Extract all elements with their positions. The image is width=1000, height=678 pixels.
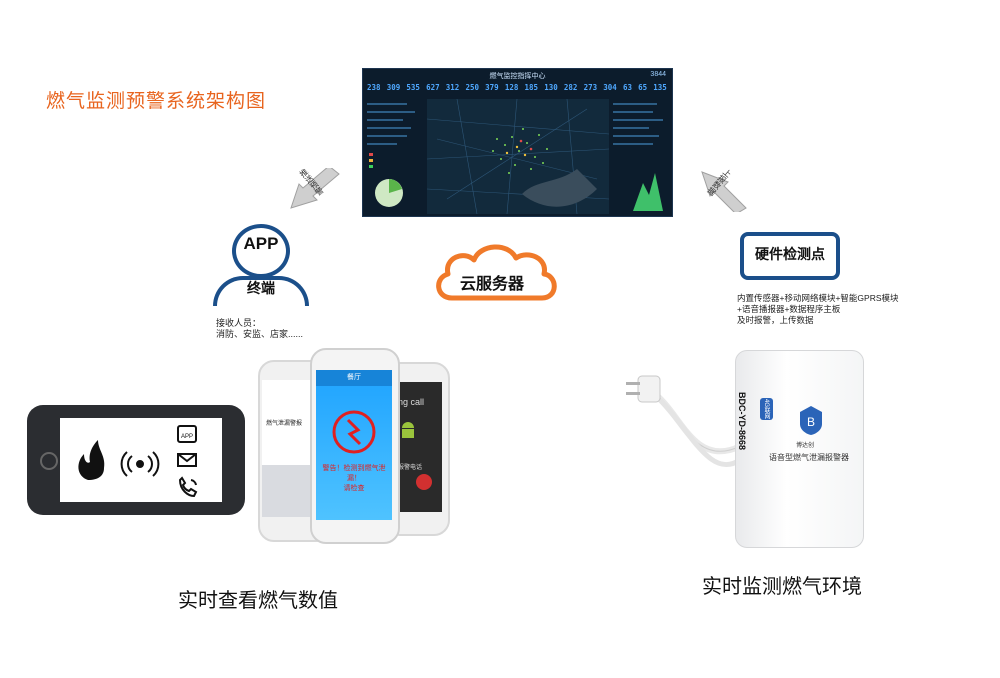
- detector-product-name: 语音型燃气泄漏报警器: [769, 453, 849, 462]
- dashboard-left-panel: [367, 103, 415, 207]
- monitoring-dashboard: 燃气监控指挥中心 3844 238 309 535 627 312 250 37…: [362, 68, 673, 217]
- dashboard-stat: 250: [465, 83, 479, 92]
- receivers-heading: 接收人员：: [216, 318, 262, 328]
- app-user-head: [232, 224, 290, 278]
- dashboard-stat: 627: [426, 83, 440, 92]
- dashboard-stat: 128: [504, 83, 519, 92]
- dashboard-total: 3844: [650, 71, 666, 78]
- hardware-desc: +语音播报器+数据程序主板: [737, 304, 841, 314]
- dashboard-stat: 282: [563, 83, 578, 92]
- dashboard-stat: 304: [603, 83, 617, 92]
- dashboard-stat: 379: [485, 83, 499, 92]
- phone-icon: [178, 476, 198, 498]
- dashboard-title: 燃气监控指挥中心: [489, 73, 546, 80]
- alarm-call-text: 报警电话: [398, 465, 423, 471]
- mail-icon: [177, 453, 197, 467]
- gas-alert-line: 警告！检测到燃气泄漏！: [322, 465, 386, 482]
- dashboard-stat: 312: [445, 83, 460, 92]
- gas-alert-message: 警告！检测到燃气泄漏！ 请检查: [316, 464, 392, 494]
- flame-icon: [78, 440, 105, 480]
- brand-logo-icon: B: [800, 406, 822, 435]
- dashboard-stat: 535: [406, 83, 420, 92]
- app-label: APP: [243, 234, 279, 253]
- hardware-label: 硬件检测点: [755, 246, 825, 262]
- push-alert-arrow: [290, 168, 340, 209]
- dashboard-stat: 65: [638, 83, 648, 92]
- upload-data-arrow: [701, 171, 747, 212]
- dashboard-map: [427, 99, 609, 214]
- hardware-badge: [740, 232, 840, 280]
- dashboard-stat: 135: [653, 83, 667, 92]
- gas-alert-line: 请检查: [343, 485, 365, 492]
- cloud-server-label: 云服务器: [460, 276, 525, 293]
- caption-right: 实时监测燃气环境: [702, 576, 862, 598]
- svg-text:APP: APP: [181, 434, 193, 440]
- dashboard-stats: 238 309 535 627 312 250 379 128 185 130 …: [367, 83, 667, 92]
- incoming-call-text: ing call: [396, 397, 425, 407]
- phone-middle-header: 餐厅: [316, 370, 392, 386]
- svg-text:B: B: [807, 415, 815, 429]
- app-terminal-label: 终端: [247, 280, 275, 296]
- gas-detector-device: [735, 350, 864, 548]
- detector-brand: 博达创: [796, 443, 815, 449]
- dashboard-stat: 309: [386, 83, 401, 92]
- detector-4g-tag: 4G联网: [760, 398, 773, 421]
- dashboard-stat: 273: [583, 83, 598, 92]
- phone-left-title: 燃气泄漏警报: [266, 421, 303, 427]
- tablet-screen: APP: [60, 418, 222, 502]
- android-icon: [402, 422, 414, 438]
- tablet-home-button: [40, 452, 58, 470]
- dashboard-right-panel: [613, 103, 663, 211]
- detector-model: BDC-YD-8668: [737, 392, 747, 451]
- warning-icon: [332, 410, 376, 454]
- cloud-icon: [436, 244, 557, 301]
- hardware-desc: 及时报警，上传数据: [737, 315, 814, 325]
- dashboard-stat: 63: [622, 83, 632, 92]
- signal-icon: [120, 451, 160, 477]
- phone-middle-screen: [316, 370, 392, 520]
- dashboard-stat: 185: [524, 83, 539, 92]
- hang-up-button: [416, 474, 432, 490]
- app-icon: APP: [177, 425, 197, 443]
- hardware-desc: 内置传感器+移动网络模块+智能GPRS模块: [737, 293, 899, 303]
- dashboard-stat: 130: [544, 83, 558, 92]
- caption-left: 实时查看燃气数值: [178, 590, 338, 612]
- dashboard-stat: 238: [367, 83, 381, 92]
- page-title: 燃气监测预警系统架构图: [46, 91, 267, 112]
- receivers-list: 消防、安监、店家......: [216, 329, 304, 339]
